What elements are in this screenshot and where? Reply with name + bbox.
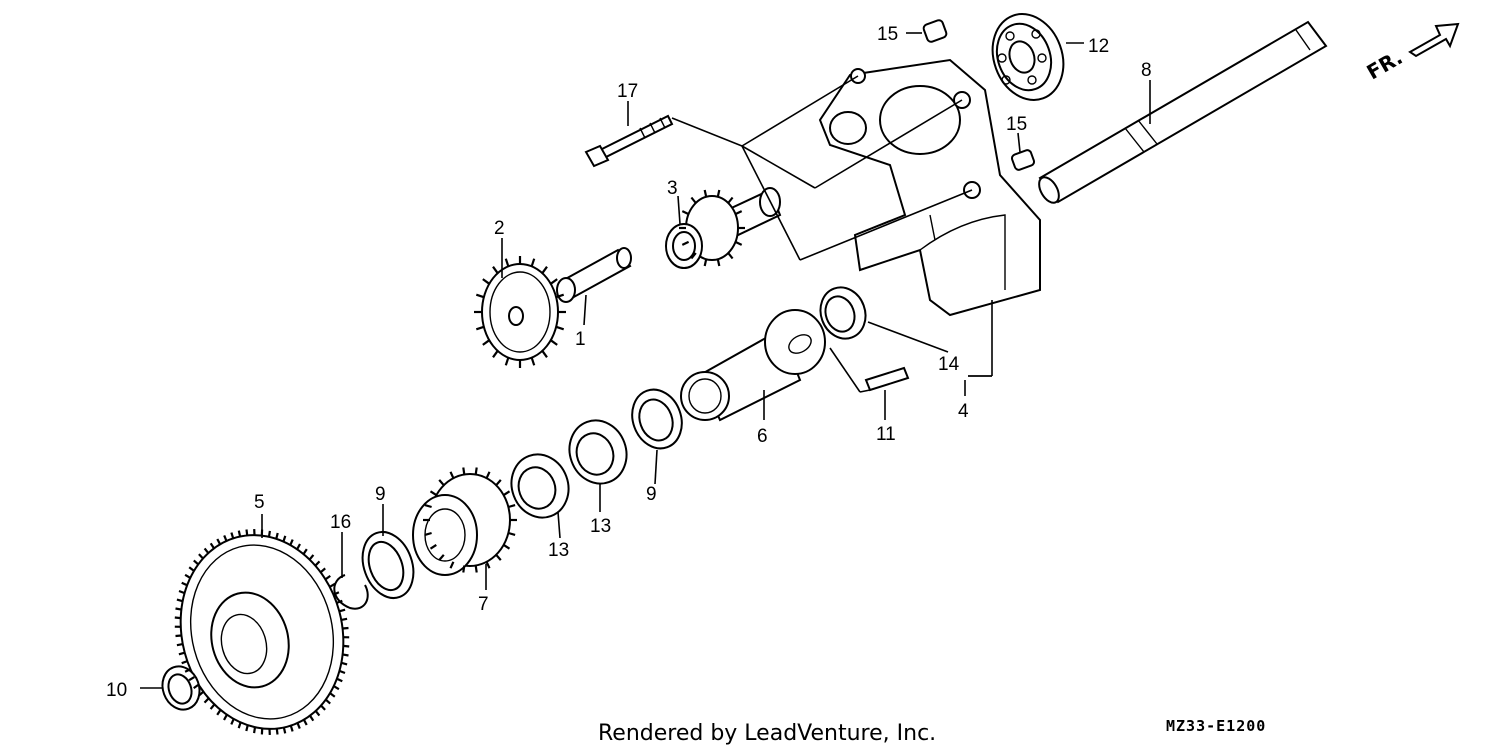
callout-14: 14 xyxy=(938,354,960,375)
callout-labels: 1 2 3 4 5 6 7 8 9 9 10 11 12 13 13 14 15… xyxy=(106,24,1152,701)
part-10-washer[interactable] xyxy=(157,661,206,715)
part-15-dowel-pin-mid[interactable] xyxy=(1010,149,1036,171)
part-4-housing[interactable] xyxy=(818,58,1041,317)
part-5-gear-teeth xyxy=(174,529,350,735)
part-12-bearing[interactable] xyxy=(981,4,1075,110)
part-11-pin[interactable] xyxy=(864,366,910,392)
leader-lines xyxy=(140,32,1151,689)
front-direction-label: FR. xyxy=(1363,45,1407,84)
callout-11: 11 xyxy=(876,424,896,445)
callout-17: 17 xyxy=(617,81,638,102)
callout-10: 10 xyxy=(106,680,127,701)
part-7-gear-teeth xyxy=(423,467,517,573)
callout-13-left: 13 xyxy=(548,540,569,561)
callout-16: 16 xyxy=(330,512,351,533)
callout-1: 1 xyxy=(575,329,586,350)
callout-3: 3 xyxy=(667,178,678,199)
part-9-washer-left[interactable] xyxy=(354,525,422,605)
part-13-needle-bearing-right[interactable] xyxy=(561,412,636,491)
callout-4: 4 xyxy=(958,401,969,422)
callout-15-top: 15 xyxy=(877,24,898,45)
front-direction-indicator: FR. xyxy=(1363,22,1460,84)
callout-9-right: 9 xyxy=(646,484,657,505)
part-14-needle-bearing[interactable] xyxy=(813,281,872,345)
callout-13-right: 13 xyxy=(590,516,611,537)
part-3-gear-teeth xyxy=(679,189,745,267)
part-9-washer-right[interactable] xyxy=(624,383,690,456)
callout-8: 8 xyxy=(1141,60,1152,81)
part-8-shaft[interactable] xyxy=(1035,20,1328,206)
part-6-collar[interactable] xyxy=(680,309,826,422)
part-17-bolt[interactable] xyxy=(584,114,674,168)
render-credit: Rendered by LeadVenture, Inc. xyxy=(598,721,936,746)
front-direction-arrow-icon xyxy=(1408,22,1460,58)
part-2-gear-teeth xyxy=(474,256,566,368)
part-7-double-gear[interactable] xyxy=(412,473,511,576)
part-2-gear[interactable] xyxy=(481,263,559,361)
callout-12: 12 xyxy=(1088,36,1109,57)
diagram-code: MZ33-E1200 xyxy=(1166,717,1266,735)
part-3-gear-shaft[interactable] xyxy=(665,187,782,269)
part-1-sleeve[interactable] xyxy=(556,247,632,303)
callout-2: 2 xyxy=(494,218,505,239)
callout-9-left: 9 xyxy=(375,484,386,505)
part-5-large-gear[interactable] xyxy=(159,517,364,748)
callout-5: 5 xyxy=(254,492,265,513)
callout-7: 7 xyxy=(478,594,489,615)
callout-6: 6 xyxy=(757,426,768,447)
part-13-needle-bearing-left[interactable] xyxy=(503,446,578,525)
part-16-circlip[interactable] xyxy=(333,574,369,610)
callout-15-mid: 15 xyxy=(1006,114,1027,135)
part-15-dowel-pin-top[interactable] xyxy=(922,19,948,43)
